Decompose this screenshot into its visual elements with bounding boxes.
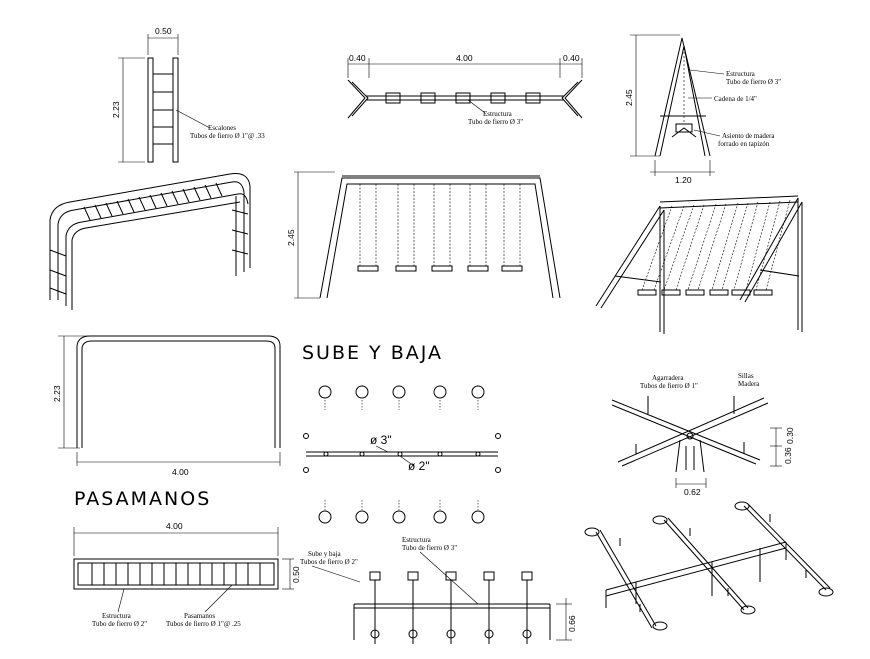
seesaw-elevation: Sube y baja Tubos de fierro Ø 2" Estruct… [300,536,577,644]
seesaw-isometric-multi [584,501,834,631]
swing-side-note-chain: Cadena de 1/4" [714,95,757,103]
ladder-height-label: 2.23 [111,101,121,118]
seesaw-plan: ø 3" ø 2" [303,385,501,524]
seesaw-seats-bottom-row [318,500,485,524]
swing-top-dim-right: 0.40 [563,53,580,63]
sube-y-baja-title: SUBE Y BAJA [302,342,443,364]
seesaw-iso-dim-c: 0.62 [684,487,701,497]
seesaw-isometric-single: Agarradera Tubos de fierro Ø 1" Sillas M… [611,372,795,497]
seesaw-iso-dim-b: 0.36 [783,447,793,464]
pasamanos-elev-height: 2.23 [52,385,62,402]
swing-iso-chains [637,199,791,296]
seesaw-seats-top-row [318,385,485,410]
ladder-note-line1: Escalones [208,124,236,132]
swing-top-view: 0.40 4.00 0.40 Estructura Tubo de fierro… [347,53,583,126]
swing-front-height: 2.45 [286,229,296,246]
swing-top-note2: Tubo de fierro Ø 3" [468,118,523,126]
seesaw-plan-pipe-small: ø 2" [408,459,430,473]
seesaw-elev-note-left2: Tubos de fierro Ø 2" [300,558,358,566]
seesaw-iso-note-seat1: Sillas [738,372,754,380]
seesaw-elev-note-left1: Sube y baja [308,550,342,558]
seesaw-elev-note-right1: Estructura [402,536,432,544]
swing-side-view: 2.45 1.20 Estructura Tubo de fierro Ø 3"… [624,34,781,185]
pasamanos-title: PASAMANOS [74,488,211,510]
seesaw-elev-height: 0.66 [567,615,577,632]
pasamanos-plan-width: 4.00 [166,521,183,531]
swing-top-note1: Estructura [483,110,513,118]
swing-side-width: 1.20 [675,175,692,185]
monkey-bars-isometric [49,173,251,310]
swing-side-note-struct1: Estructura [726,70,756,78]
ladder-note-line2: Tubos de fierro Ø 1"@ .33 [190,132,265,140]
swing-isometric [595,195,803,334]
seesaw-plan-pipe-large: ø 3" [370,433,392,447]
seesaw-iso-note-handle1: Agarradera [652,374,684,382]
swing-top-dim-left: 0.40 [349,53,366,63]
seesaw-iso-dim-a: 0.30 [785,427,795,444]
swing-side-note-struct2: Tubo de fierro Ø 3" [726,78,781,86]
seesaw-iso-note-seat2: Madera [738,380,760,388]
swing-side-note-seat2: forrado en tapizón [718,140,770,148]
seesaw-iso-note-handle2: Tubos de fierro Ø 1" [640,382,698,390]
pasamanos-elev-width: 4.00 [172,467,189,477]
seesaw-elevation-posts [369,571,533,644]
pasamanos-plan-note-struct1: Estructura [102,612,132,620]
swing-top-dim-mid: 4.00 [456,53,473,63]
pasamanos-plan-note-struct2: Tubo de fierro Ø 2" [92,620,147,628]
swing-side-note-seat1: Asiento de madera [722,132,775,140]
pasamanos-plan: 4.00 0.50 Estructura Tubo de fierro Ø 2" [73,521,301,628]
swing-front-view: 2.45 [286,171,561,299]
pasamanos-plan-height: 0.50 [291,566,301,583]
seesaw-elev-note-right2: Tubo de fierro Ø 3" [402,544,457,552]
pasamanos-plan-note-rungs1: Pasamanos [184,612,215,620]
ladder-width-label: 0.50 [155,26,172,36]
pasamanos-plan-rungs [91,563,261,585]
pasamanos-plan-note-rungs2: Tubos de fierro Ø 1"@ .25 [166,620,241,628]
swing-side-height: 2.45 [624,89,634,106]
ladder-elevation: 0.50 2.23 Escalones Tubos de fierro Ø 1"… [111,26,265,163]
pasamanos-elevation: 2.23 4.00 [52,335,281,477]
monkey-bars-rungs [83,182,223,221]
swing-front-chains [357,184,523,272]
